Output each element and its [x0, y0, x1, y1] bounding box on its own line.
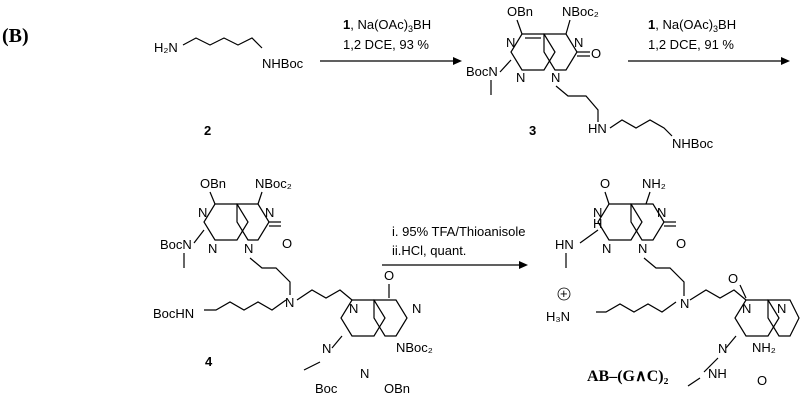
- compound-4-number: 4: [205, 354, 213, 369]
- svg-text:N: N: [777, 301, 786, 316]
- svg-text:O: O: [676, 236, 686, 251]
- svg-text:O: O: [600, 176, 610, 191]
- svg-text:N: N: [412, 301, 421, 316]
- svg-text:N: N: [638, 241, 647, 256]
- svg-text:N: N: [680, 296, 689, 311]
- svg-text:N: N: [593, 205, 602, 220]
- product-name: AB–(G∧C)₂: [587, 368, 669, 385]
- svg-text:H: H: [593, 216, 602, 231]
- svg-text:NBoc₂: NBoc₂: [396, 340, 433, 355]
- step-3-line-2: ii.HCl, quant.: [392, 243, 466, 258]
- svg-text:OBn: OBn: [200, 176, 226, 191]
- svg-text:N: N: [516, 70, 525, 85]
- svg-text:BocHN: BocHN: [153, 306, 194, 321]
- svg-text:O: O: [757, 373, 767, 388]
- svg-text:N: N: [244, 241, 253, 256]
- svg-text:HN: HN: [555, 237, 574, 252]
- svg-text:NHBoc: NHBoc: [262, 56, 304, 71]
- svg-text:NH: NH: [708, 366, 727, 381]
- step-1-conditions: 1,2 DCE, 93 %: [343, 37, 429, 52]
- svg-text:N: N: [742, 301, 751, 316]
- svg-text:OBn: OBn: [384, 381, 410, 396]
- svg-text:NBoc₂: NBoc₂: [562, 4, 599, 19]
- reaction-arrow-1-head: [453, 57, 462, 65]
- panel-label: (B): [2, 25, 29, 47]
- svg-text:N: N: [265, 205, 274, 220]
- compound-4-structure: OBn NBoc₂ N N N N O BocN N BocHN N O N N…: [153, 176, 433, 396]
- compound-3-structure: OBn NBoc₂ N N N N O BocN HN NHBoc: [466, 4, 714, 151]
- svg-text:NH₂: NH₂: [752, 340, 776, 355]
- svg-text:N: N: [285, 295, 294, 310]
- svg-text:N: N: [349, 301, 358, 316]
- compound-2-structure: H₂N NHBoc: [154, 37, 304, 71]
- svg-text:N: N: [208, 241, 217, 256]
- step-1-reagent: 1, Na(OAc)3BH: [343, 17, 431, 34]
- svg-text:+: +: [560, 286, 568, 301]
- svg-text:O: O: [728, 271, 738, 286]
- svg-text:N: N: [360, 366, 369, 381]
- compound-3-number: 3: [529, 123, 536, 138]
- svg-text:N: N: [322, 341, 331, 356]
- step-2-conditions: 1,2 DCE, 91 %: [648, 37, 734, 52]
- svg-text:O: O: [591, 46, 601, 61]
- step-3-line-1: i. 95% TFA/Thioanisole: [392, 224, 525, 239]
- step-2-reagent: 1, Na(OAc)3BH: [648, 17, 736, 34]
- svg-text:NHBoc: NHBoc: [672, 136, 714, 151]
- compound-2-number: 2: [204, 123, 211, 138]
- svg-text:N: N: [602, 241, 611, 256]
- svg-text:N: N: [657, 205, 666, 220]
- reaction-arrow-2-head: [781, 57, 790, 65]
- svg-text:N: N: [551, 70, 560, 85]
- svg-text:NBoc₂: NBoc₂: [255, 176, 292, 191]
- svg-text:N: N: [198, 205, 207, 220]
- svg-text:H₃N: H₃N: [546, 309, 570, 324]
- svg-text:BocN: BocN: [160, 237, 192, 252]
- svg-text:BocN: BocN: [466, 64, 498, 79]
- product-structure: O NH₂ N H N N N O HN N H₃N + N O N NH₂ N…: [546, 176, 800, 388]
- svg-text:O: O: [282, 236, 292, 251]
- reaction-arrow-3-head: [519, 261, 528, 269]
- svg-text:N: N: [574, 35, 583, 50]
- svg-text:O: O: [384, 268, 394, 283]
- svg-text:HN: HN: [588, 121, 607, 136]
- svg-text:N: N: [506, 35, 515, 50]
- svg-text:OBn: OBn: [507, 4, 533, 19]
- svg-text:NH₂: NH₂: [642, 176, 666, 191]
- svg-text:Boc: Boc: [315, 381, 338, 396]
- svg-text:H₂N: H₂N: [154, 40, 178, 55]
- svg-text:N: N: [718, 341, 727, 356]
